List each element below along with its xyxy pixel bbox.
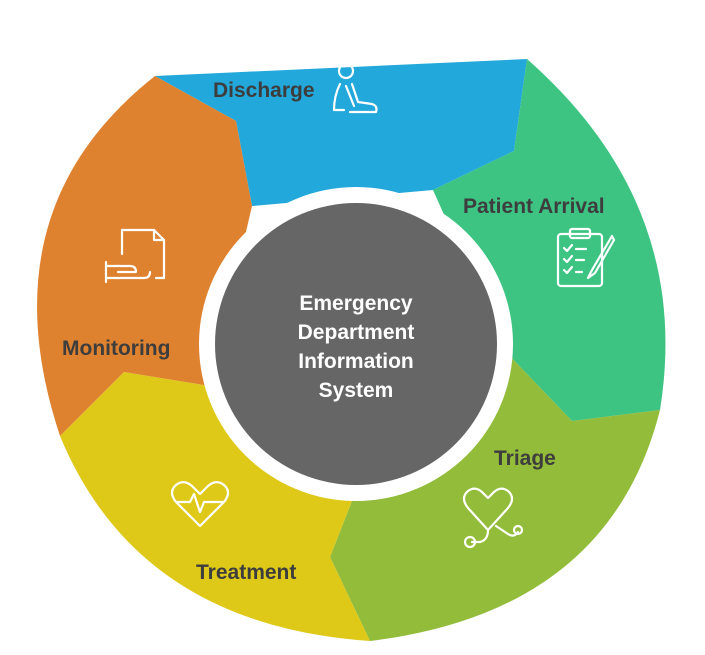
label-discharge: Discharge [213, 79, 315, 102]
segment-triage [330, 351, 660, 641]
center-title-line-3: Information [298, 350, 414, 373]
heartbeat-icon [170, 481, 230, 528]
center-title-line-2: Department [298, 321, 415, 344]
hand-document-icon [104, 228, 166, 284]
clipboard-checklist-icon [556, 227, 616, 288]
center-title-line-4: System [319, 379, 394, 402]
label-patient-arrival: Patient Arrival [463, 195, 605, 218]
label-treatment: Treatment [196, 561, 296, 584]
segment-discharge [155, 59, 527, 206]
stethoscope-heart-icon [462, 487, 524, 549]
label-monitoring: Monitoring [62, 337, 170, 360]
person-kneeling-icon [332, 62, 378, 114]
center-title-line-1: Emergency [299, 292, 413, 315]
center-hub [215, 203, 497, 485]
segment-monitoring [37, 76, 252, 436]
label-triage: Triage [494, 447, 556, 470]
segment-patient-arrival [433, 59, 666, 421]
